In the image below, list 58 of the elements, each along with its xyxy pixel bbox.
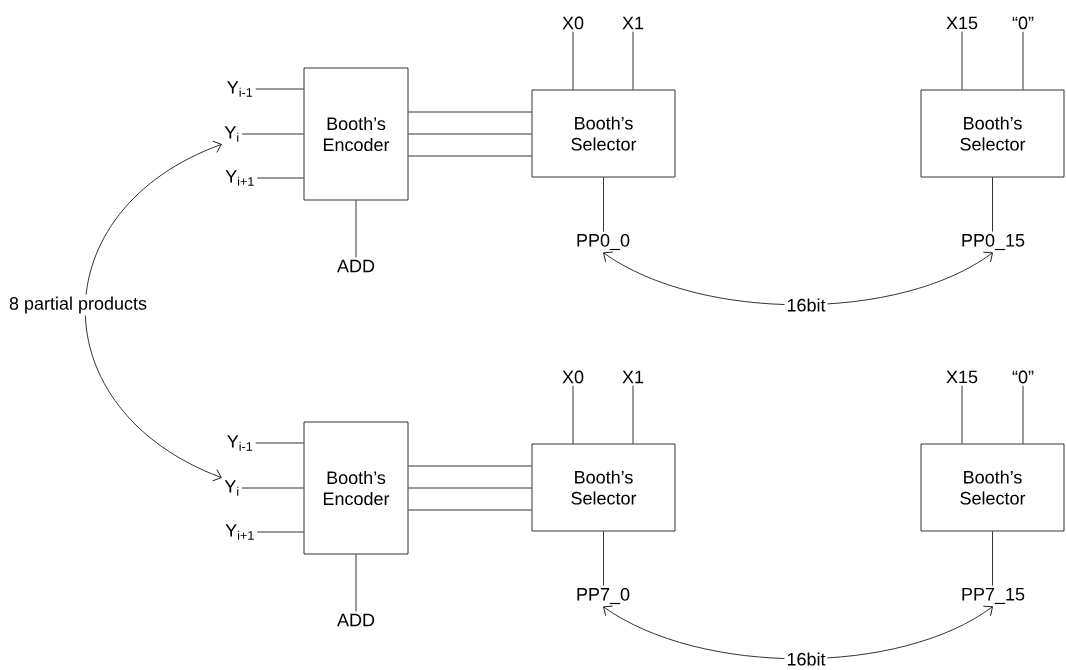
signal-label: X15 xyxy=(946,370,978,384)
signal-label: Y$_{i}$ xyxy=(224,126,239,142)
wire xyxy=(632,385,634,444)
edge-label: 16bit xyxy=(784,296,828,314)
selector-box: Booth’s Selector xyxy=(531,443,676,532)
wire xyxy=(961,31,963,90)
signal-label: X1 xyxy=(622,370,644,384)
wire xyxy=(255,442,304,444)
signal-label: Y$_{i-1}$ xyxy=(227,81,253,97)
curved-arrow xyxy=(84,140,222,482)
wire xyxy=(355,554,357,612)
signal-label: X1 xyxy=(622,16,644,30)
signal-label: Y$_{i}$ xyxy=(224,480,239,496)
signal-label: Y$_{i-1}$ xyxy=(227,435,253,451)
wire xyxy=(1022,385,1024,444)
wire xyxy=(408,133,532,135)
curved-arrow xyxy=(603,251,993,306)
signal-label: PP0_15 xyxy=(962,233,1025,251)
wire xyxy=(256,531,304,533)
signal-label: X0 xyxy=(562,16,584,30)
selector-box: Booth’s Selector xyxy=(920,89,1065,178)
signal-label: Y$_{i+1}$ xyxy=(225,170,254,186)
selector-box: Booth’s Selector xyxy=(531,89,676,178)
signal-label: X15 xyxy=(946,16,978,30)
wire xyxy=(632,31,634,90)
wire xyxy=(572,385,574,444)
edge-label: 16bit xyxy=(784,650,828,668)
signal-label: ADD xyxy=(337,613,375,627)
edge-label: 8 partial products xyxy=(6,294,150,316)
wire xyxy=(355,200,357,258)
wire xyxy=(1022,31,1024,90)
wire xyxy=(572,31,574,90)
wire xyxy=(256,177,304,179)
signal-label: ADD xyxy=(337,259,375,273)
signal-label: X0 xyxy=(562,370,584,384)
signal-label: PP7_15 xyxy=(962,588,1025,604)
wire xyxy=(603,531,604,586)
selector-box: Booth’s Selector xyxy=(920,443,1065,532)
wire xyxy=(408,111,532,113)
wire xyxy=(992,531,993,587)
wire xyxy=(408,465,532,467)
curved-arrow xyxy=(603,605,993,660)
signal-label: Y$_{i+1}$ xyxy=(225,524,254,540)
wire xyxy=(408,487,532,489)
wire xyxy=(241,487,304,489)
signal-label: “0” xyxy=(1012,370,1034,384)
encoder-box: Booth’s Encoder xyxy=(303,421,409,555)
wire xyxy=(961,385,963,444)
wire xyxy=(241,133,304,135)
signal-label: PP0_0 xyxy=(577,233,630,251)
wire xyxy=(603,177,604,232)
encoder-box: Booth’s Encoder xyxy=(303,67,409,201)
wire xyxy=(408,509,532,511)
wire xyxy=(992,177,993,232)
signal-label: PP7_0 xyxy=(577,587,630,605)
wire xyxy=(255,88,304,90)
signal-label: “0” xyxy=(1012,16,1034,30)
wire xyxy=(408,155,532,157)
